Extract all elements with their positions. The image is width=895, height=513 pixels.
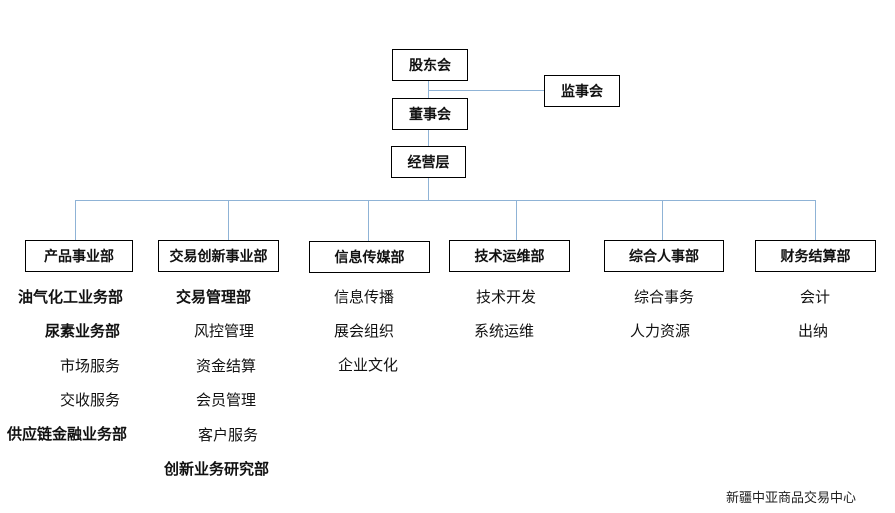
footer-org-name: 新疆中亚商品交易中心 [726, 491, 857, 506]
sub-item: 会计 [800, 288, 831, 306]
dept-tech-box: 技术运维部 [449, 240, 570, 272]
sub-item: 企业文化 [338, 356, 399, 374]
connector-horizontal-bus [75, 200, 815, 201]
supervisors-box: 监事会 [544, 75, 620, 107]
dept-media-box: 信息传媒部 [309, 241, 430, 273]
management-box: 经营层 [391, 146, 466, 178]
dept-product-box: 产品事业部 [25, 240, 133, 272]
sub-item: 资金结算 [196, 357, 257, 375]
connector-supervisors [428, 90, 545, 91]
connector-dept-trading [228, 200, 229, 240]
connector-dept-media [368, 200, 369, 241]
connector-management-down [428, 178, 429, 200]
sub-item: 信息传播 [334, 288, 395, 306]
dept-finance-box: 财务结算部 [755, 240, 876, 272]
board-box: 董事会 [392, 98, 468, 130]
dept-hr-box: 综合人事部 [604, 240, 724, 272]
connector-dept-finance [815, 200, 816, 240]
sub-item: 客户服务 [198, 426, 259, 444]
sub-item: 会员管理 [196, 391, 257, 409]
sub-item: 风控管理 [194, 322, 255, 340]
sub-item: 市场服务 [60, 357, 121, 375]
sub-item: 创新业务研究部 [164, 460, 270, 478]
sub-item: 综合事务 [634, 288, 695, 306]
sub-item: 技术开发 [476, 288, 537, 306]
sub-item: 交易管理部 [176, 288, 252, 306]
sub-item: 交收服务 [60, 391, 121, 409]
sub-item: 出纳 [798, 322, 829, 340]
connector-board-management [428, 129, 429, 146]
connector-dept-tech [516, 200, 517, 240]
sub-item: 人力资源 [630, 322, 691, 340]
sub-item: 展会组织 [334, 322, 395, 340]
dept-trading-box: 交易创新事业部 [158, 240, 279, 272]
connector-dept-hr [662, 200, 663, 240]
sub-item: 系统运维 [474, 322, 535, 340]
connector-dept-product [75, 200, 76, 240]
sub-item: 供应链金融业务部 [7, 425, 128, 443]
sub-item: 油气化工业务部 [18, 288, 124, 306]
shareholders-box: 股东会 [392, 49, 468, 81]
sub-item: 尿素业务部 [45, 322, 121, 340]
